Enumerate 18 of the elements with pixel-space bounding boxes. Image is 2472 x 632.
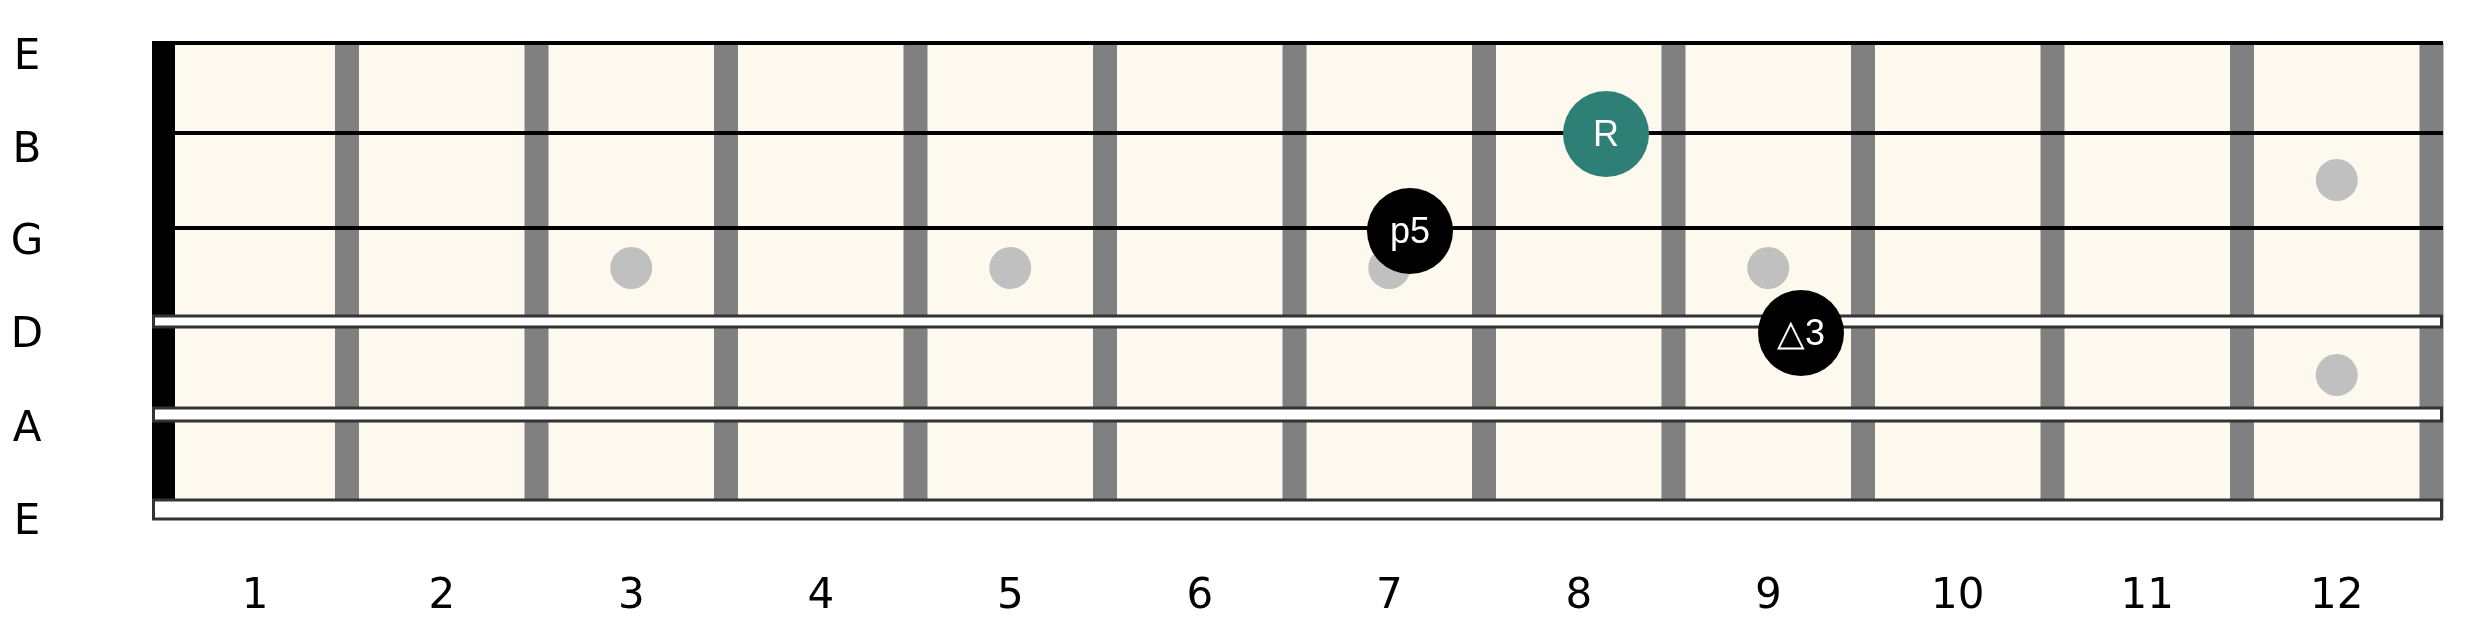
string-name: G xyxy=(10,219,44,261)
string-name: A xyxy=(12,406,42,448)
fret-number: 6 xyxy=(1186,573,1214,615)
fret-number: 10 xyxy=(1931,573,1985,615)
fret-number: 3 xyxy=(617,573,645,615)
fret-number: 12 xyxy=(2310,573,2364,615)
fret-number: 2 xyxy=(428,573,456,615)
string-name: E xyxy=(13,34,41,76)
fret-number: 9 xyxy=(1754,573,1782,615)
fret-number: 5 xyxy=(996,573,1024,615)
string-name: E xyxy=(13,499,41,541)
fret-number: 1 xyxy=(241,573,269,615)
fret-number: 7 xyxy=(1375,573,1403,615)
string-name: D xyxy=(10,312,44,354)
fret-number: 8 xyxy=(1565,573,1593,615)
string-name: B xyxy=(12,127,42,169)
fret-number: 11 xyxy=(2120,573,2174,615)
fret-number: 4 xyxy=(807,573,835,615)
